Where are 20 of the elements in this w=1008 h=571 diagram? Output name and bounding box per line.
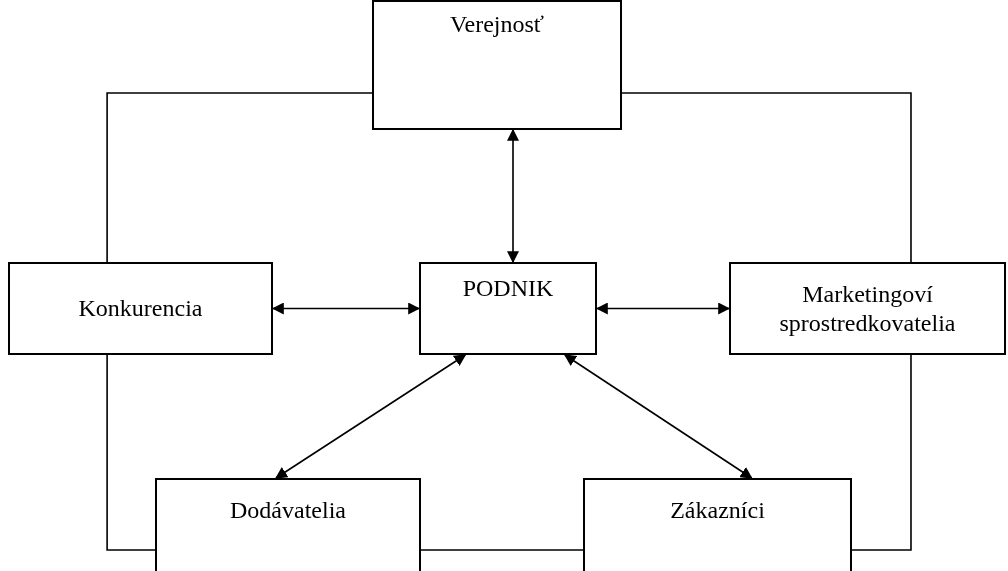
entity-box [419,262,597,355]
box-label: Marketingoví sprostredkovatelia [778,279,957,338]
double-arrow [507,128,519,264]
connector-line [851,354,912,551]
box-label: Dodávatelia [230,496,346,525]
box-label: Konkurencia [78,294,203,323]
connector-line [420,549,584,551]
box-label: PODNIK [462,274,554,303]
entity-box [372,0,622,130]
entity-box [155,478,421,571]
entity-box [729,262,1006,355]
entity-box [8,262,273,355]
connector-line [106,92,373,263]
box-label: Zákazníci [670,496,765,525]
double-arrow [563,354,753,479]
double-arrow [275,354,467,479]
connector-line [621,92,912,263]
connector-line [106,354,156,551]
entity-box [583,478,852,571]
box-label: Verejnosť [449,10,545,39]
